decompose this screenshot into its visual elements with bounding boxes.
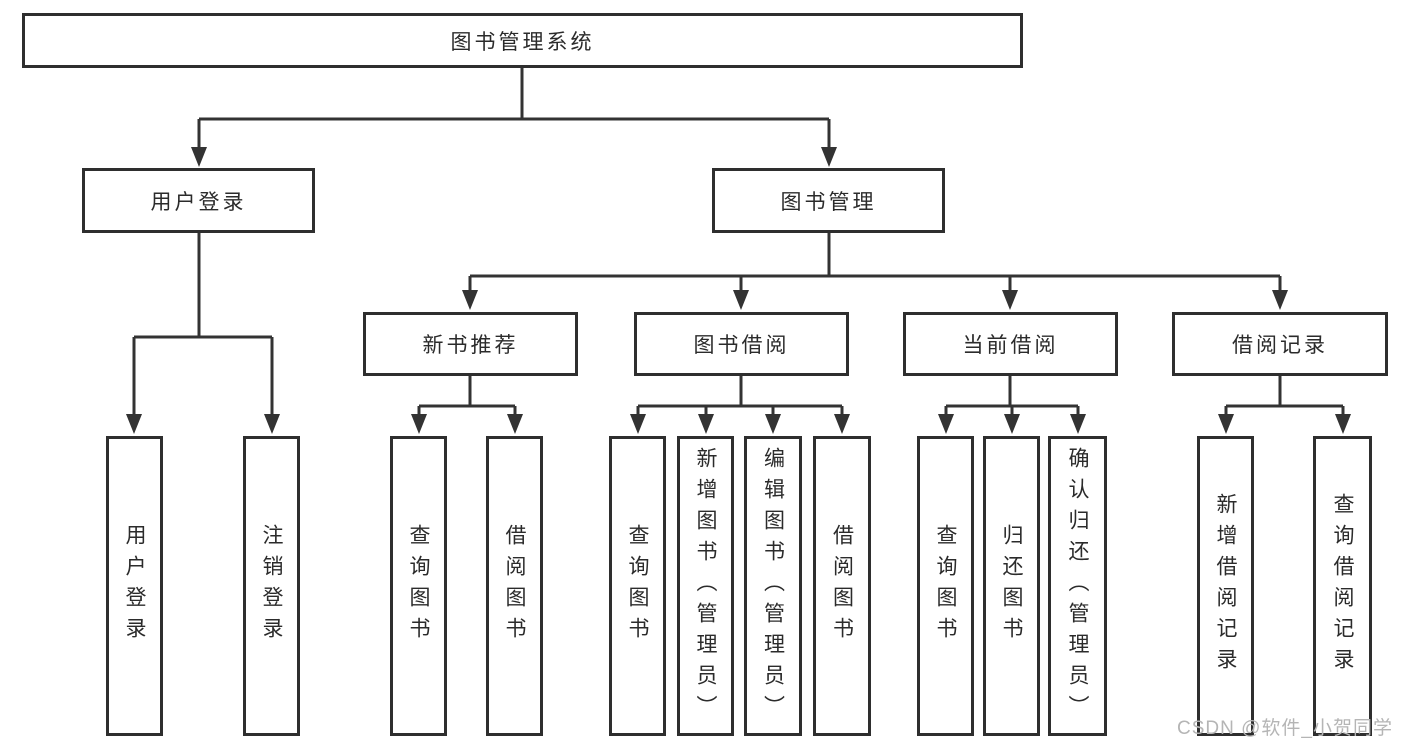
watermark-text: CSDN @软件_小贺同学 bbox=[1177, 718, 1393, 739]
node-query-books-3: 查询图书 bbox=[917, 436, 974, 736]
node-label: 查询图书 bbox=[934, 524, 957, 648]
node-label: 图书管理系统 bbox=[450, 30, 595, 54]
node-current-borrowing: 当前借阅 bbox=[903, 312, 1118, 376]
node-book-borrowing: 图书借阅 bbox=[634, 312, 849, 376]
node-label: 注销登录 bbox=[260, 524, 283, 648]
node-logout: 注销登录 bbox=[243, 436, 300, 736]
node-confirm-return-admin: 确认归还（管理员） bbox=[1048, 436, 1107, 736]
arrowheads bbox=[126, 147, 1351, 434]
node-label: 借阅记录 bbox=[1232, 334, 1328, 357]
node-label: 查询图书 bbox=[407, 524, 430, 648]
node-query-borrow-record: 查询借阅记录 bbox=[1313, 436, 1372, 736]
node-label: 归还图书 bbox=[1000, 524, 1023, 648]
node-label: 查询图书 bbox=[626, 524, 649, 648]
node-label: 新增图书（管理员） bbox=[694, 446, 717, 726]
node-user-login-leaf: 用户登录 bbox=[106, 436, 163, 736]
node-label: 新增借阅记录 bbox=[1214, 493, 1237, 679]
node-label: 新书推荐 bbox=[422, 334, 519, 357]
node-label: 借阅图书 bbox=[830, 524, 854, 648]
node-book-management: 图书管理 bbox=[712, 168, 945, 233]
node-add-books-admin: 新增图书（管理员） bbox=[677, 436, 734, 736]
node-label: 用户登录 bbox=[123, 524, 146, 648]
node-return-books: 归还图书 bbox=[983, 436, 1040, 736]
node-borrow-books-2: 借阅图书 bbox=[813, 436, 871, 736]
node-add-borrow-record: 新增借阅记录 bbox=[1197, 436, 1254, 736]
node-label: 查询借阅记录 bbox=[1331, 493, 1354, 679]
node-label: 确认归还（管理员） bbox=[1066, 446, 1089, 726]
node-borrow-books-1: 借阅图书 bbox=[486, 436, 543, 736]
node-query-books-1: 查询图书 bbox=[390, 436, 447, 736]
node-edit-books-admin: 编辑图书（管理员） bbox=[744, 436, 802, 736]
node-library-management-system: 图书管理系统 bbox=[22, 13, 1023, 68]
node-borrowing-records: 借阅记录 bbox=[1172, 312, 1388, 376]
node-new-book-recommend: 新书推荐 bbox=[363, 312, 578, 376]
node-label: 当前借阅 bbox=[962, 334, 1059, 357]
node-label: 图书管理 bbox=[780, 190, 877, 214]
node-label: 图书借阅 bbox=[693, 334, 790, 357]
node-query-books-2: 查询图书 bbox=[609, 436, 666, 736]
node-label: 借阅图书 bbox=[503, 524, 526, 648]
node-label: 编辑图书（管理员） bbox=[761, 446, 785, 726]
node-label: 用户登录 bbox=[150, 190, 247, 214]
node-user-login: 用户登录 bbox=[82, 168, 315, 233]
